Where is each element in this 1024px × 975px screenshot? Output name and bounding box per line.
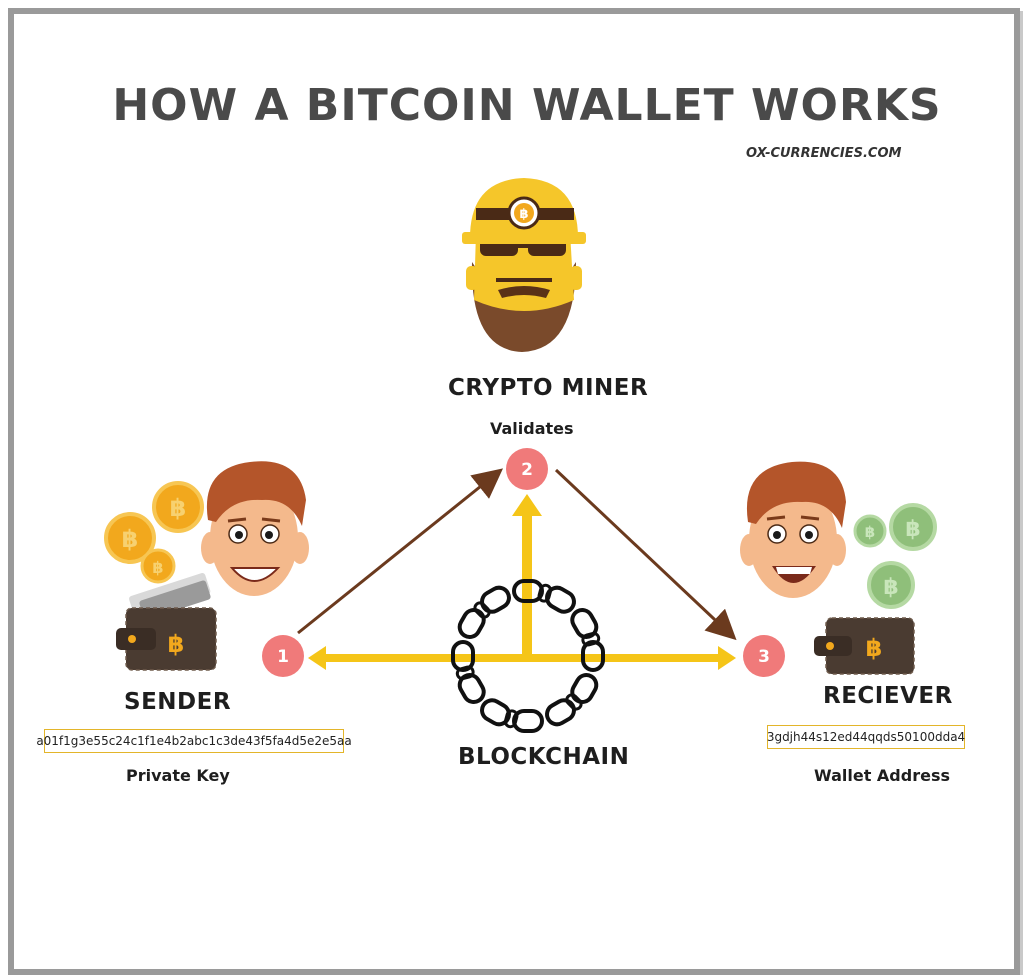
blockchain-chain-icon: [451, 579, 605, 733]
sender-coin-glyph-1: ฿: [122, 525, 139, 553]
blockchain-label: BLOCKCHAIN: [458, 744, 630, 770]
sender-wallet-icon: ฿: [116, 573, 217, 671]
receiver-wallet-address-field: 3gdjh44s12ed44qqds50100dda4: [767, 725, 965, 749]
sender-gold-coins: ฿ ฿ ฿: [104, 481, 204, 584]
wallet-address-label: Wallet Address: [814, 766, 950, 785]
receiver-coin-glyph-1: ฿: [905, 517, 920, 542]
receiver-label: RECIEVER: [823, 683, 953, 709]
receiver-wallet-icon: ฿: [814, 617, 915, 675]
receiver-wallet-glyph: ฿: [866, 634, 883, 662]
receiver-coin-glyph-2: ฿: [865, 523, 875, 541]
website-label: OX-CURRENCIES.COM: [746, 146, 902, 161]
receiver-coin-glyph-3: ฿: [883, 575, 898, 600]
arrow-vertical: [522, 512, 532, 658]
page-title: HOW A BITCOIN WALLET WORKS: [112, 80, 942, 131]
miner-label: CRYPTO MINER: [448, 375, 649, 401]
arrow-miner-to-receiver: [554, 468, 737, 641]
receiver-avatar: [740, 461, 846, 598]
arrow-left-head: [308, 646, 326, 670]
transaction-arrows: [297, 468, 737, 670]
sender-coin-glyph-2: ฿: [170, 494, 187, 522]
step-number-3: 3: [758, 647, 770, 667]
step-number-2: 2: [521, 460, 533, 480]
arrow-sender-to-miner: [297, 468, 504, 635]
step-number-1: 1: [277, 647, 289, 667]
sender-wallet-glyph: ฿: [168, 630, 185, 658]
receiver-green-coins: ฿ ฿ ฿: [853, 503, 937, 609]
arrow-up-head: [512, 494, 542, 516]
step-circle-1: 1: [262, 635, 304, 677]
step-circle-2: 2: [506, 448, 548, 490]
step-circle-3: 3: [743, 635, 785, 677]
sender-label: SENDER: [124, 689, 232, 715]
arrow-right-head: [718, 646, 736, 670]
private-key-label: Private Key: [126, 766, 230, 785]
sender-avatar: [201, 461, 309, 596]
miner-role-label: Validates: [490, 419, 574, 438]
arrow-horizontal: [322, 654, 720, 662]
miner-icon: ฿: [462, 178, 586, 352]
sender-private-key-field: a01f1g3e55c24c1f1e4b2abc1c3de43f5fa4d5e2…: [36, 729, 352, 753]
sender-coin-glyph-3: ฿: [152, 558, 163, 577]
miner-coin-glyph: ฿: [519, 207, 528, 222]
